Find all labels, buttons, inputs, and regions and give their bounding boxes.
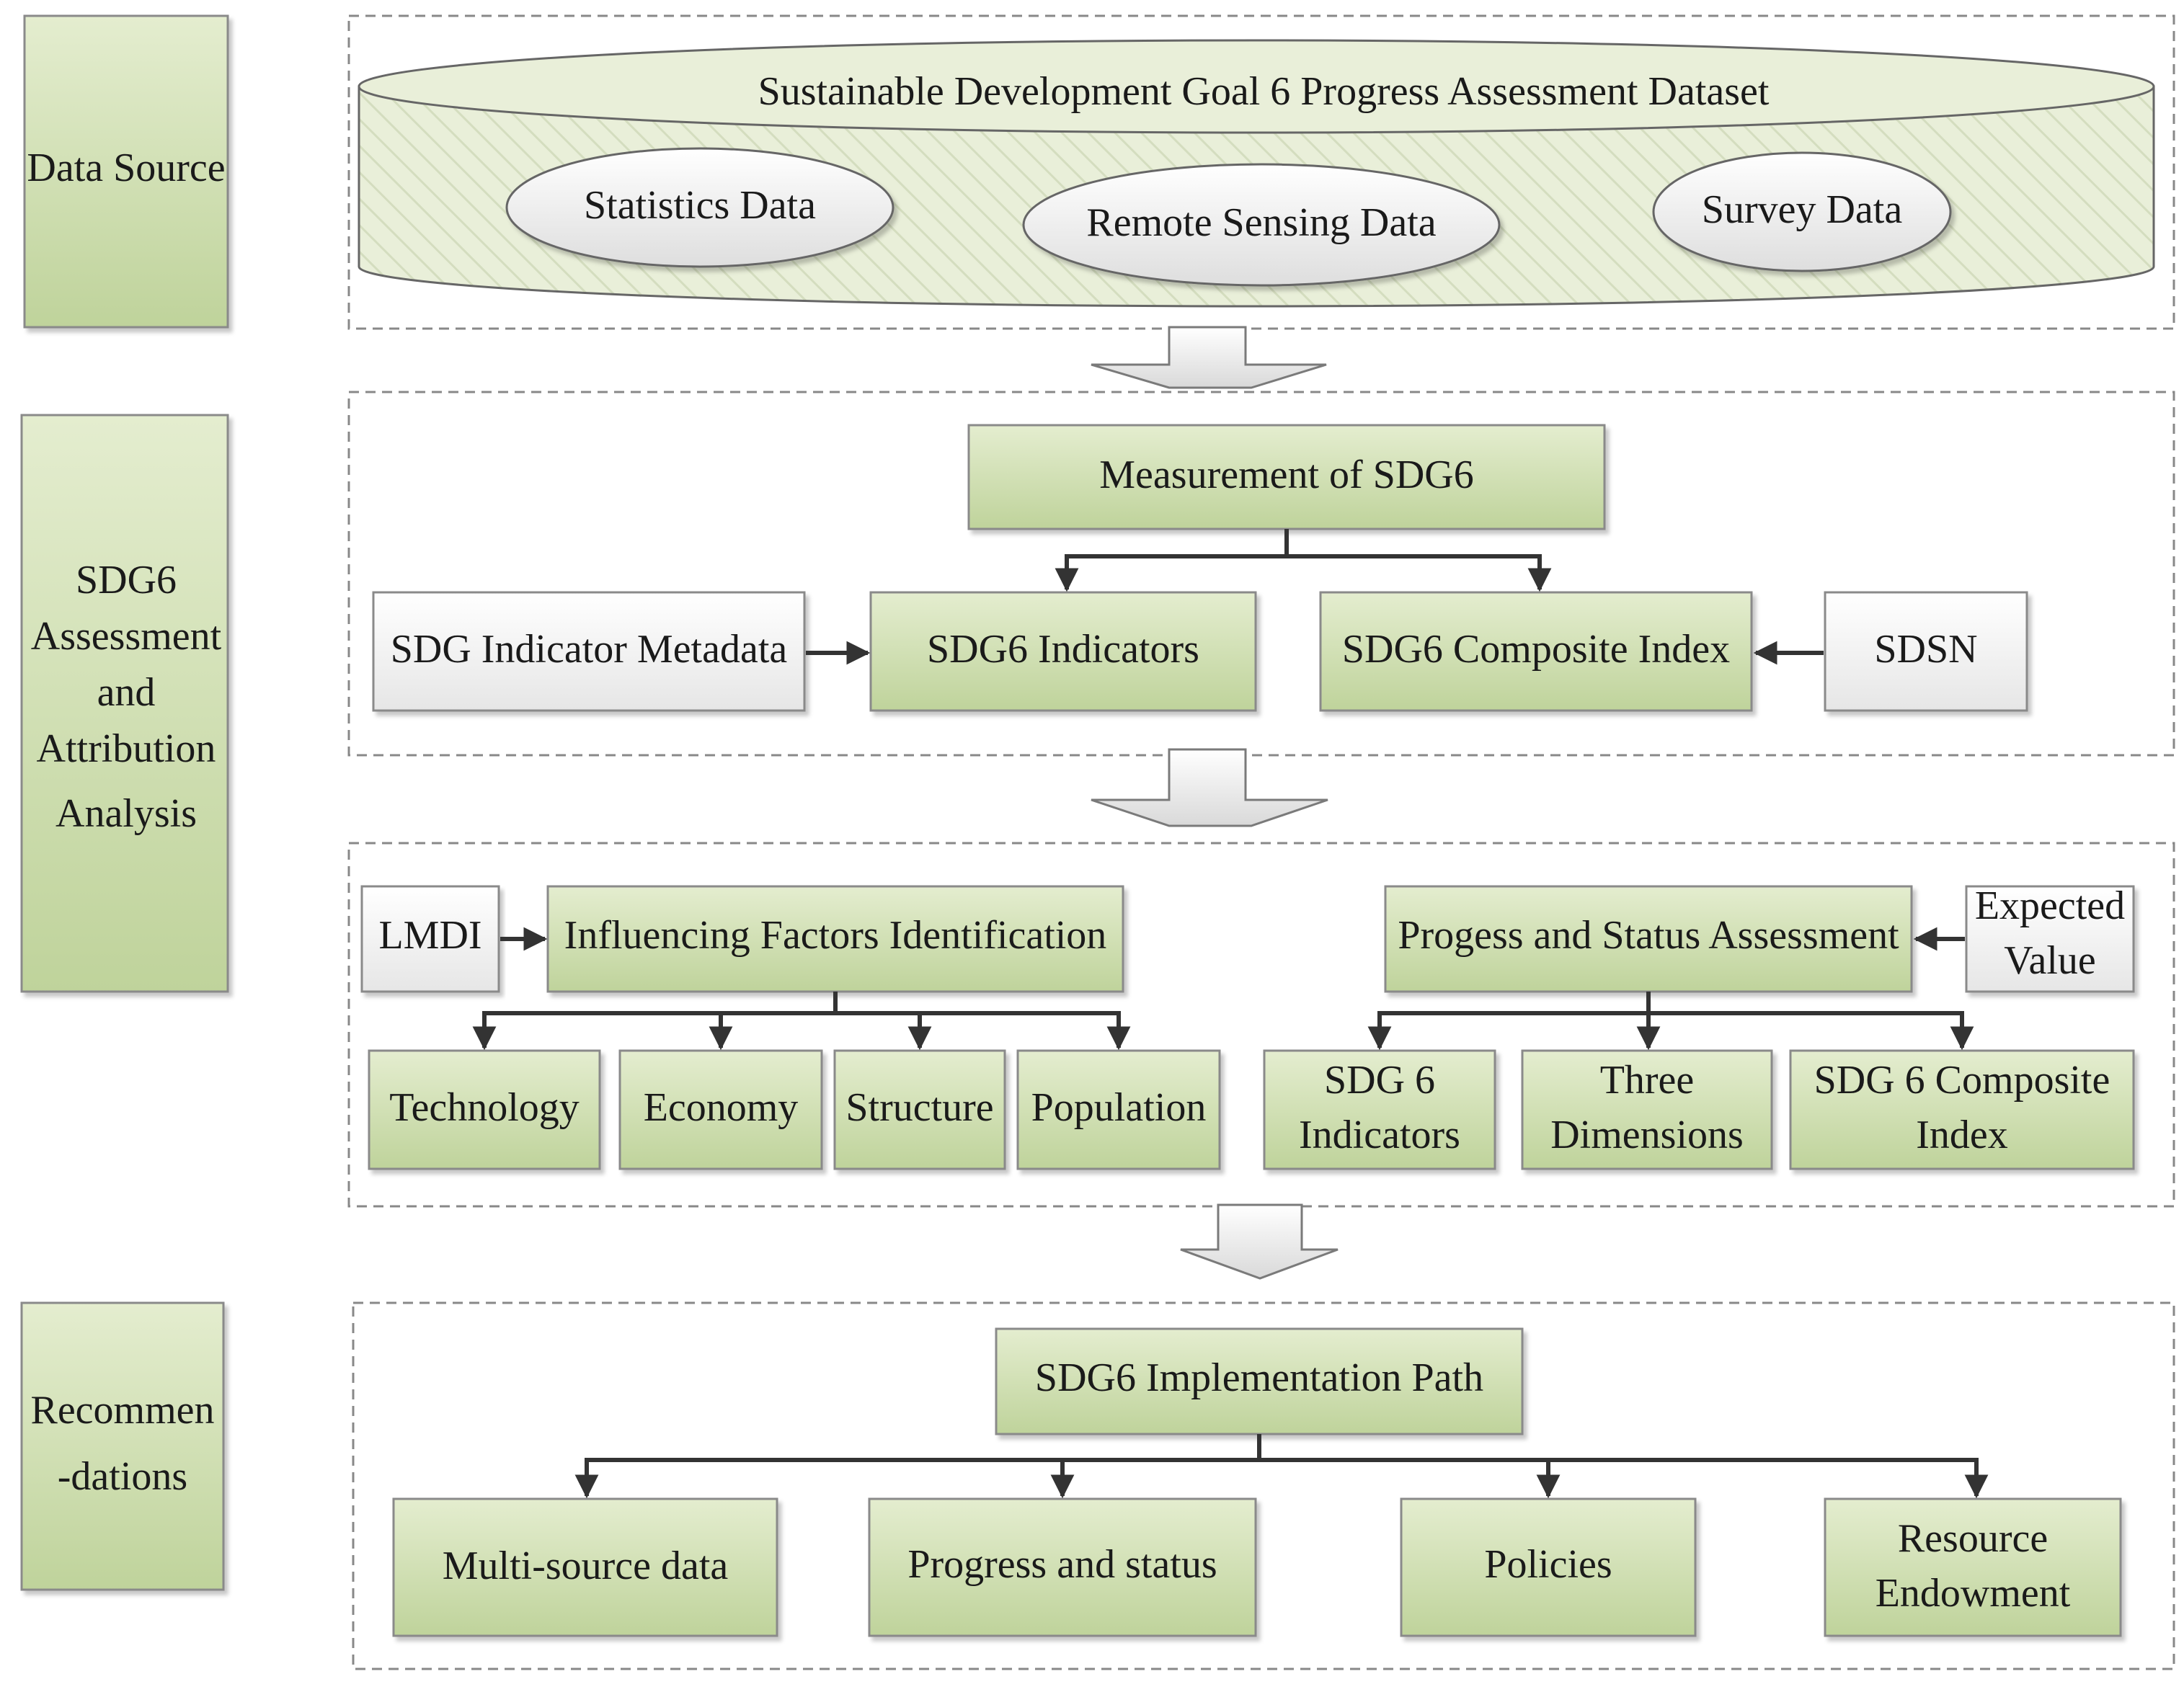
- source-label-survey: Survey Data: [1702, 187, 1903, 232]
- section-assessment-line-3: and: [97, 670, 156, 715]
- section-assessment-line-2: Assessment: [31, 614, 222, 659]
- source-ellipse-statistics: Statistics Data: [505, 147, 895, 268]
- box-output-dimensions: Three Dimensions: [1521, 1049, 1773, 1170]
- recommendation-label: Policies: [1484, 1542, 1612, 1587]
- assessment-connectors: [806, 529, 1824, 665]
- output-line: Dimensions: [1550, 1113, 1744, 1157]
- factor-label: Structure: [845, 1085, 993, 1130]
- source-label-remote-sensing: Remote Sensing Data: [1086, 200, 1436, 245]
- box-measurement: Measurement of SDG6: [967, 424, 1606, 530]
- box-sdg6-indicators: SDG6 Indicators: [869, 591, 1257, 712]
- sdsn-label: SDSN: [1874, 627, 1977, 672]
- output-line: SDG 6: [1324, 1058, 1435, 1103]
- box-recommendation-multi-source: Multi-source data: [392, 1497, 778, 1637]
- influencing-factors-label: Influencing Factors Identification: [564, 913, 1107, 958]
- factor-label: Population: [1031, 1085, 1207, 1130]
- source-ellipse-remote-sensing: Remote Sensing Data: [1022, 163, 1501, 287]
- factor-label: Economy: [644, 1085, 799, 1130]
- box-lmdi: LMDI: [360, 885, 500, 993]
- block-arrow-3: [1180, 1203, 1339, 1280]
- expected-value-line-2: Value: [2004, 938, 2096, 983]
- box-factor-technology: Technology: [368, 1049, 601, 1170]
- source-label-statistics: Statistics Data: [584, 183, 816, 228]
- output-line: Indicators: [1299, 1113, 1460, 1157]
- expected-value-line-1: Expected: [1975, 883, 2125, 928]
- section-data-source-label: Data Source: [27, 146, 225, 190]
- section-assessment: SDG6 Assessment and Attribution Analysis: [20, 414, 229, 993]
- box-composite-index: SDG6 Composite Index: [1319, 591, 1753, 712]
- box-recommendation-resource: Resource Endowment: [1824, 1497, 2122, 1637]
- output-line: SDG 6 Composite: [1814, 1058, 2110, 1103]
- dataset-title: Sustainable Development Goal 6 Progress …: [758, 69, 1770, 114]
- output-line: Three: [1600, 1058, 1695, 1103]
- progress-assessment-label: Progess and Status Assessment: [1398, 913, 1899, 958]
- composite-index-label: SDG6 Composite Index: [1342, 627, 1730, 672]
- lmdi-label: LMDI: [378, 913, 481, 958]
- box-sdsn: SDSN: [1824, 591, 2028, 712]
- section-data-source: Data Source: [23, 14, 229, 329]
- box-recommendation-progress: Progress and status: [868, 1497, 1257, 1637]
- section-assessment-line-1: SDG6: [76, 558, 177, 602]
- box-implementation-path: SDG6 Implementation Path: [995, 1327, 1524, 1435]
- recommendation-line: Endowment: [1876, 1571, 2071, 1616]
- box-output-composite-index: SDG 6 Composite Index: [1789, 1049, 2135, 1170]
- section-recommendations: Recommen -dations: [20, 1301, 225, 1591]
- recommendation-label: Progress and status: [907, 1542, 1217, 1587]
- box-indicator-metadata: SDG Indicator Metadata: [372, 591, 806, 712]
- panel-assessment: [347, 391, 2175, 757]
- indicator-metadata-label: SDG Indicator Metadata: [391, 627, 788, 672]
- block-arrow-1: [1091, 326, 1327, 389]
- box-influencing-factors: Influencing Factors Identification: [546, 885, 1124, 993]
- section-assessment-line-4: Attribution: [37, 726, 216, 771]
- sdg6-indicators-label: SDG6 Indicators: [927, 627, 1199, 672]
- source-ellipse-survey: Survey Data: [1652, 151, 1952, 272]
- box-factor-economy: Economy: [618, 1049, 823, 1170]
- implementation-path-label: SDG6 Implementation Path: [1035, 1355, 1483, 1400]
- analysis-connectors: [472, 927, 1974, 1051]
- box-output-indicators: SDG 6 Indicators: [1263, 1049, 1496, 1170]
- box-progress-assessment: Progess and Status Assessment: [1384, 885, 1913, 993]
- box-recommendation-policies: Policies: [1400, 1497, 1697, 1637]
- recommendation-connectors: [574, 1434, 1989, 1499]
- recommendation-label: Multi-source data: [443, 1544, 729, 1588]
- measurement-label: Measurement of SDG6: [1099, 453, 1473, 497]
- output-line: Index: [1916, 1113, 2008, 1157]
- box-factor-structure: Structure: [833, 1049, 1006, 1170]
- box-expected-value: Expected Value: [1965, 883, 2135, 993]
- recommendation-line: Resource: [1898, 1516, 2048, 1561]
- section-recommendations-line-1: Recommen: [30, 1388, 214, 1433]
- section-recommendations-line-2: -dations: [58, 1454, 187, 1499]
- block-arrow-2: [1091, 748, 1328, 827]
- factor-label: Technology: [389, 1085, 580, 1130]
- panel-data-source: [347, 14, 2175, 330]
- box-factor-population: Population: [1016, 1049, 1221, 1170]
- section-assessment-line-5: Analysis: [56, 791, 197, 836]
